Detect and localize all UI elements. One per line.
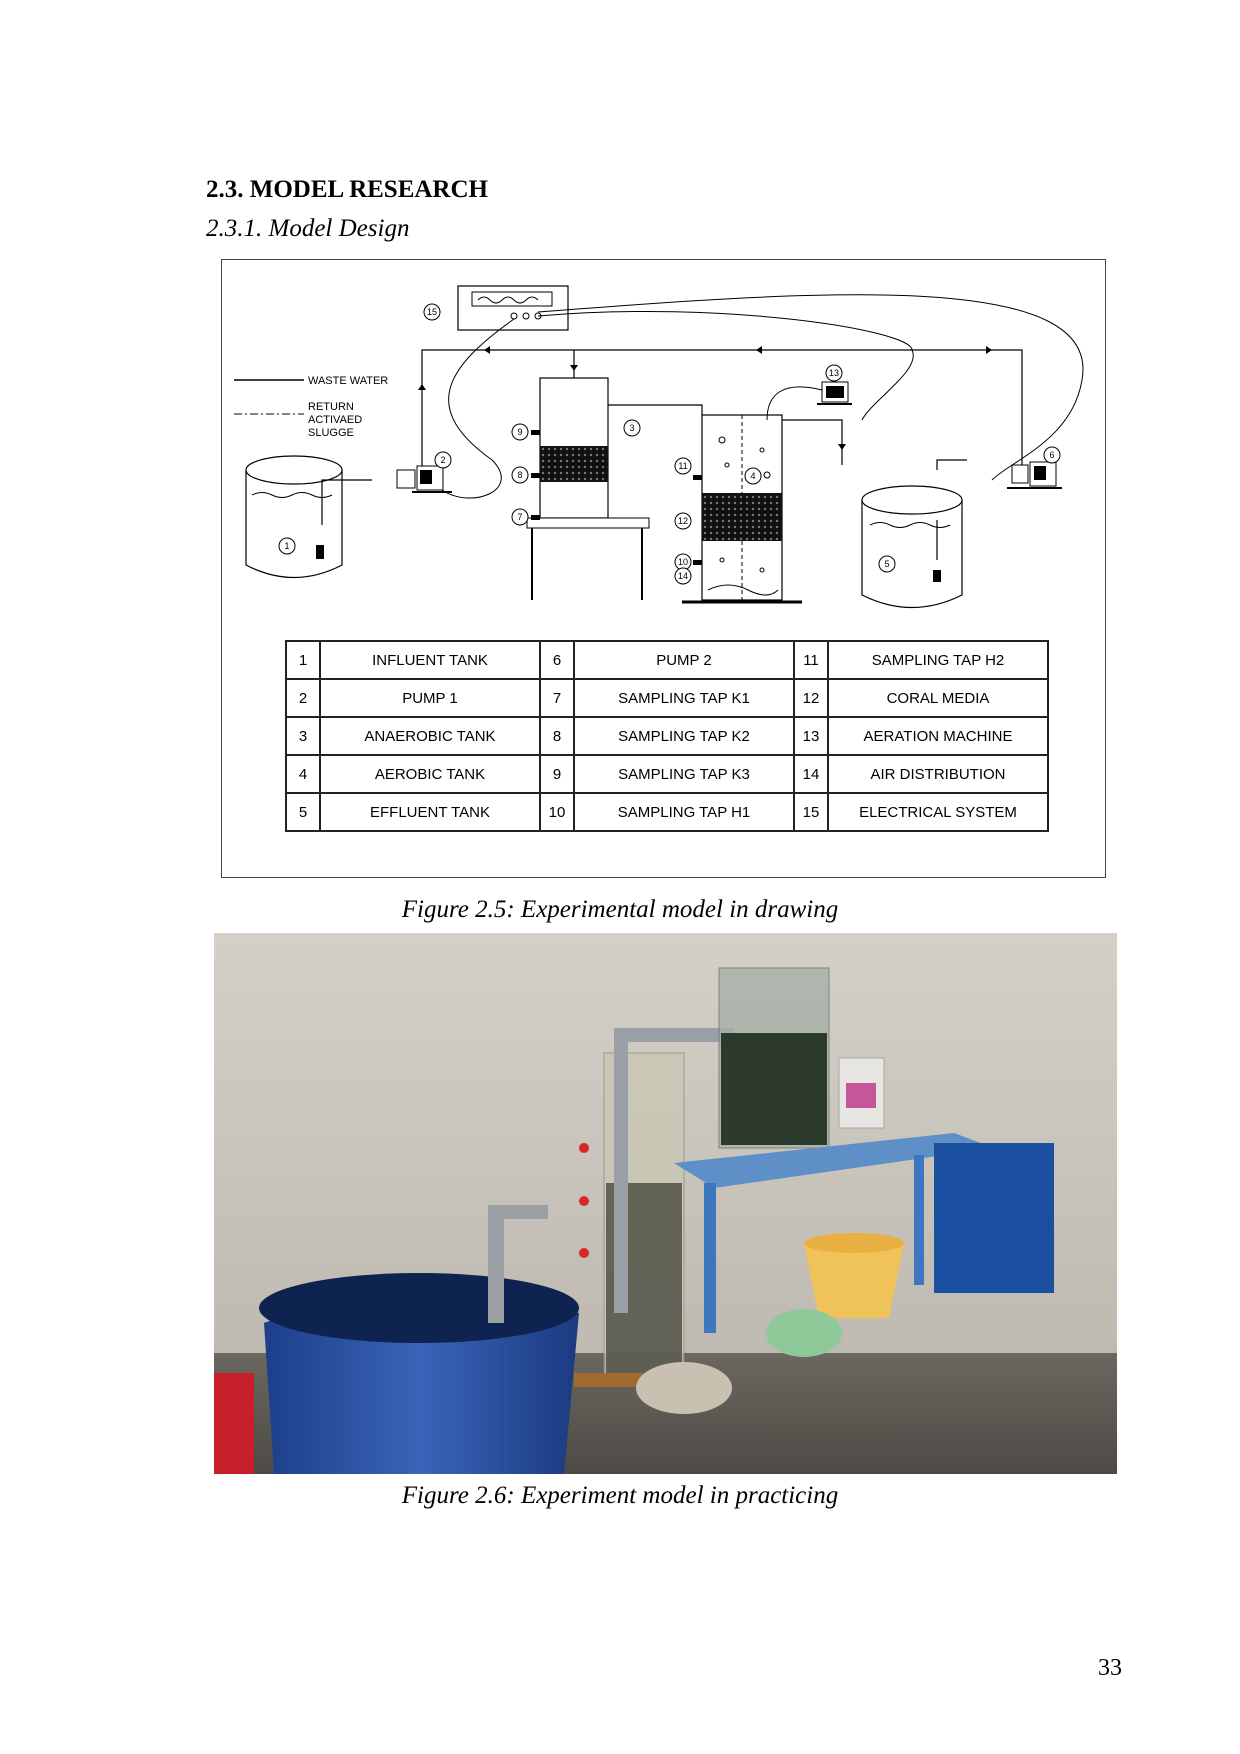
legend-number: 11 bbox=[793, 640, 829, 680]
sampling-tap-h2 bbox=[693, 475, 702, 480]
legend-label: SAMPLING TAP H2 bbox=[827, 640, 1049, 680]
return-legend-1: RETURN bbox=[308, 401, 354, 413]
sampling-tap-k2 bbox=[531, 473, 540, 478]
marker-11: 11 bbox=[678, 461, 687, 471]
legend-number: 9 bbox=[539, 754, 575, 794]
legend-label: AIR DISTRIBUTION bbox=[827, 754, 1049, 794]
sampling-tap-k3 bbox=[531, 430, 540, 435]
marker-2: 2 bbox=[440, 455, 445, 465]
legend-label: CORAL MEDIA bbox=[827, 678, 1049, 718]
sampling-tap-k1 bbox=[531, 515, 540, 520]
marker-9: 9 bbox=[517, 427, 522, 437]
legend-label: AERATION MACHINE bbox=[827, 716, 1049, 756]
marker-12: 12 bbox=[678, 516, 688, 526]
anaerobic-tank bbox=[526, 377, 650, 600]
marker-14: 14 bbox=[678, 571, 688, 581]
legend-label: ELECTRICAL SYSTEM bbox=[827, 792, 1049, 832]
pump-2 bbox=[1007, 461, 1062, 489]
marker-10: 10 bbox=[678, 557, 688, 567]
subsection-heading: 2.3.1. Model Design bbox=[206, 215, 410, 242]
legend-number: 8 bbox=[539, 716, 575, 756]
pump-1 bbox=[396, 465, 452, 493]
legend-number: 14 bbox=[793, 754, 829, 794]
legend-number: 1 bbox=[285, 640, 321, 680]
legend-number: 13 bbox=[793, 716, 829, 756]
legend-label: SAMPLING TAP K2 bbox=[573, 716, 795, 756]
return-legend-3: SLUGGE bbox=[308, 427, 354, 439]
legend-number: 15 bbox=[793, 792, 829, 832]
aeration-machine bbox=[766, 381, 852, 421]
legend-label: ANAEROBIC TANK bbox=[319, 716, 541, 756]
photo-illustration bbox=[214, 933, 1117, 1474]
marker-7: 7 bbox=[517, 512, 522, 522]
legend-label: PUMP 1 bbox=[319, 678, 541, 718]
legend-number: 12 bbox=[793, 678, 829, 718]
marker-1: 1 bbox=[284, 541, 289, 551]
influent-tank bbox=[245, 455, 343, 578]
legend-number: 6 bbox=[539, 640, 575, 680]
experiment-photo bbox=[214, 933, 1117, 1474]
sampling-tap-h1 bbox=[693, 560, 702, 565]
figure-caption-drawing: Figure 2.5: Experimental model in drawin… bbox=[401, 896, 839, 923]
marker-15: 15 bbox=[427, 307, 437, 317]
legend-number: 3 bbox=[285, 716, 321, 756]
legend-number: 2 bbox=[285, 678, 321, 718]
legend-label: INFLUENT TANK bbox=[319, 640, 541, 680]
marker-5: 5 bbox=[884, 559, 889, 569]
legend-number: 4 bbox=[285, 754, 321, 794]
effluent-tank bbox=[861, 485, 963, 608]
section-heading: 2.3. MODEL RESEARCH bbox=[206, 176, 488, 203]
legend-label: SAMPLING TAP H1 bbox=[573, 792, 795, 832]
electrical-system bbox=[457, 285, 569, 331]
page-number: 33 bbox=[1098, 1655, 1122, 1681]
marker-4: 4 bbox=[750, 471, 755, 481]
marker-13: 13 bbox=[829, 368, 839, 378]
marker-8: 8 bbox=[517, 470, 522, 480]
legend-label: SAMPLING TAP K1 bbox=[573, 678, 795, 718]
legend-label: SAMPLING TAP K3 bbox=[573, 754, 795, 794]
return-legend-2: ACTIVAED bbox=[308, 414, 362, 426]
schematic-figure: WASTE WATER RETURN ACTIVAED SLUGGE bbox=[221, 259, 1106, 878]
legend-number: 7 bbox=[539, 678, 575, 718]
waste-water-legend: WASTE WATER bbox=[308, 375, 388, 387]
legend-number: 5 bbox=[285, 792, 321, 832]
marker-3: 3 bbox=[629, 423, 634, 433]
schematic-drawing: WASTE WATER RETURN ACTIVAED SLUGGE bbox=[234, 285, 1084, 608]
legend-number: 10 bbox=[539, 792, 575, 832]
marker-6: 6 bbox=[1049, 450, 1054, 460]
figure-caption-photo: Figure 2.6: Experiment model in practici… bbox=[401, 1482, 839, 1509]
aerobic-tank bbox=[682, 414, 802, 604]
legend-label: PUMP 2 bbox=[573, 640, 795, 680]
legend-label: EFFLUENT TANK bbox=[319, 792, 541, 832]
legend-label: AEROBIC TANK bbox=[319, 754, 541, 794]
